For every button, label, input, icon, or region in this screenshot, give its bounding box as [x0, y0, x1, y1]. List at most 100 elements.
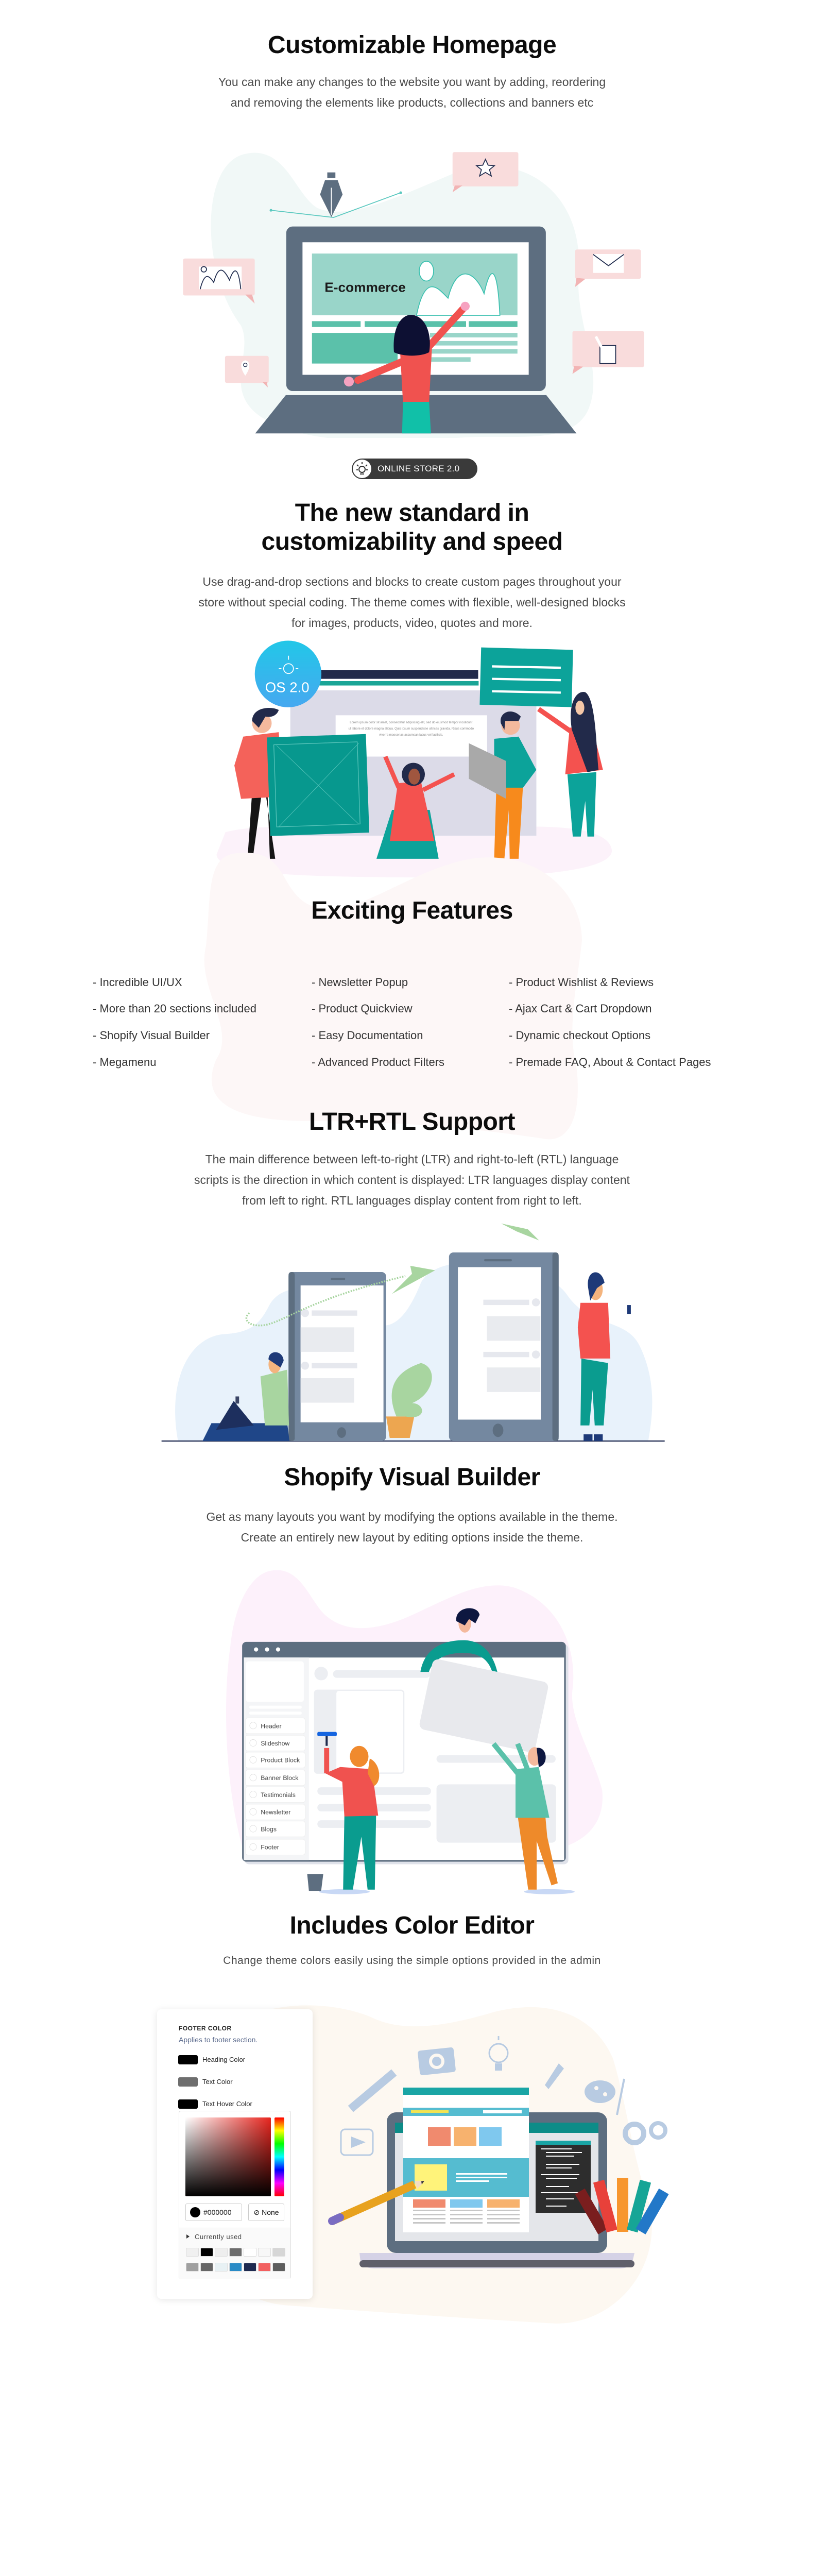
woman-figure	[344, 301, 470, 434]
held-card	[419, 1659, 548, 1752]
color-editor-illustration	[216, 2005, 669, 2324]
description-line: Use drag-and-drop sections and blocks to…	[202, 575, 622, 588]
color-swatch[interactable]	[200, 2248, 213, 2257]
color-swatch[interactable]	[200, 2263, 213, 2272]
color-swatch[interactable]	[186, 2248, 199, 2257]
description-line: scripts is the direction in which conten…	[194, 1173, 630, 1187]
builder-title: Shopify Visual Builder	[284, 1464, 540, 1491]
description-line: You can make any changes to the website …	[218, 75, 606, 89]
none-label: None	[262, 2208, 279, 2216]
color-swatch[interactable]	[229, 2263, 242, 2272]
panel-subheading: Applies to footer section.	[179, 2036, 258, 2044]
paint-bucket-icon	[307, 1874, 323, 1891]
lorem-line: viverra maecenas accumsan lacus vel faci…	[379, 734, 443, 737]
standing-woman-figure	[577, 1272, 631, 1442]
color-swatch[interactable]	[229, 2248, 242, 2257]
none-button[interactable]: ⊘ None	[248, 2204, 284, 2221]
feature-item: - Product Quickview	[312, 1002, 413, 1015]
description-line: Get as many layouts you want by modifyin…	[206, 1510, 618, 1523]
location-pin-bubble-icon	[225, 355, 269, 387]
color-swatch-button[interactable]	[178, 2099, 198, 2109]
right-phone	[449, 1252, 559, 1442]
sidebar-item-label: Testimonials	[261, 1791, 296, 1799]
rtl-title: LTR+RTL Support	[308, 1108, 516, 1136]
star-bubble-icon	[452, 152, 519, 193]
sidebar-item-label: Header	[261, 1722, 281, 1730]
os2-illustration: Lorem ipsum dolor sit amet, consectetur …	[216, 640, 612, 878]
plant-icon	[386, 1363, 432, 1438]
sidebar-item-blogs[interactable]: Blogs	[245, 1821, 305, 1837]
woman-holding-sign-figure	[537, 692, 603, 837]
builder-description: Get as many layouts you want by modifyin…	[0, 1506, 824, 1548]
current-color-dot	[190, 2207, 200, 2217]
os2-circle-badge: OS 2.0	[254, 640, 322, 707]
hue-slider[interactable]	[274, 2117, 284, 2196]
sidebar-item-header[interactable]: Header	[245, 1718, 305, 1734]
color-swatch-button[interactable]	[178, 2077, 198, 2087]
saturation-brightness-area[interactable]	[185, 2117, 271, 2196]
feature-item: - Newsletter Popup	[312, 976, 408, 989]
feature-item: - Dynamic checkout Options	[509, 1029, 651, 1042]
os2-circle-label: OS 2.0	[265, 679, 310, 695]
paper-plane-icon	[245, 1265, 435, 1327]
sidebar-item-newsletter[interactable]: Newsletter	[245, 1804, 305, 1820]
feature-item: - Ajax Cart & Cart Dropdown	[509, 1002, 652, 1015]
color-swatch[interactable]	[258, 2263, 271, 2272]
sidebar-item-product-block[interactable]: Product Block	[245, 1752, 305, 1768]
homepage-description: You can make any changes to the website …	[0, 72, 824, 113]
description-line: for images, products, video, quotes and …	[291, 616, 533, 630]
color-swatch[interactable]	[272, 2248, 285, 2257]
builder-illustration: Header Slideshow Product Block Banner Bl…	[226, 1570, 603, 1894]
color-swatch[interactable]	[215, 2263, 228, 2272]
badge-label: ONLINE STORE 2.0	[377, 464, 460, 473]
sidebar-item-slideshow[interactable]: Slideshow	[245, 1735, 305, 1751]
gears-icon	[623, 2121, 667, 2145]
sidebar-item-label: Newsletter	[261, 1809, 290, 1816]
sidebar-item-footer[interactable]: Footer	[245, 1839, 305, 1855]
panel-heading: FOOTER COLOR	[179, 2025, 232, 2032]
web-page-mockup	[403, 2088, 529, 2232]
pencil-icon	[328, 2180, 425, 2225]
description-line: The main difference between left-to-righ…	[205, 1153, 619, 1166]
lorem-line: ut labore et dolore magna aliqua. Quis i…	[349, 727, 474, 731]
rtl-illustration	[161, 1223, 665, 1442]
sidebar-item-label: Banner Block	[261, 1774, 299, 1782]
ruler-icon	[348, 2069, 397, 2112]
man-with-frame-figure	[234, 707, 370, 859]
color-swatch[interactable]	[215, 2248, 228, 2257]
color-swatch[interactable]	[244, 2248, 256, 2257]
color-swatch[interactable]	[244, 2263, 256, 2272]
pen-nib-icon	[269, 172, 402, 218]
os2-description: Use drag-and-drop sections and blocks to…	[0, 571, 824, 633]
feature-item: - Shopify Visual Builder	[93, 1029, 210, 1042]
lightbulb-icon	[353, 460, 371, 478]
feature-item: - Easy Documentation	[312, 1029, 423, 1042]
features-background	[204, 853, 582, 1140]
camera-icon	[418, 2047, 456, 2076]
hex-value: #000000	[203, 2208, 232, 2216]
image-bubble-icon	[183, 258, 255, 304]
homepage-title: Customizable Homepage	[267, 31, 557, 59]
color-swatch[interactable]	[186, 2263, 199, 2272]
sidebar-item-banner-block[interactable]: Banner Block	[245, 1770, 305, 1786]
banner-text: E-commerce	[324, 280, 406, 295]
sidebar-item-label: Slideshow	[261, 1740, 289, 1747]
color-picker-popover: #000000 ⊘ None Currently used	[179, 2111, 291, 2279]
woman-painting-figure	[307, 1732, 380, 1894]
setting-label: Text Hover Color	[202, 2100, 252, 2108]
currently-used-label: Currently used	[195, 2233, 242, 2241]
kneeling-woman-figure	[376, 755, 455, 859]
video-play-icon	[340, 2128, 374, 2156]
expand-triangle-icon[interactable]	[186, 2234, 190, 2239]
sidebar-item-testimonials[interactable]: Testimonials	[245, 1786, 305, 1803]
homepage-illustration: E-commerce	[183, 152, 644, 438]
hex-input[interactable]: #000000	[185, 2204, 242, 2221]
feature-item: - More than 20 sections included	[93, 1002, 256, 1015]
os2-title: The new standard in customizability and …	[0, 499, 824, 556]
man-with-laptop-figure	[469, 711, 537, 859]
color-swatch[interactable]	[272, 2263, 285, 2272]
color-swatch[interactable]	[258, 2248, 271, 2257]
no-color-icon: ⊘	[253, 2208, 262, 2216]
color-swatch-button[interactable]	[178, 2055, 198, 2064]
description-line: and removing the elements like products,…	[230, 96, 594, 109]
